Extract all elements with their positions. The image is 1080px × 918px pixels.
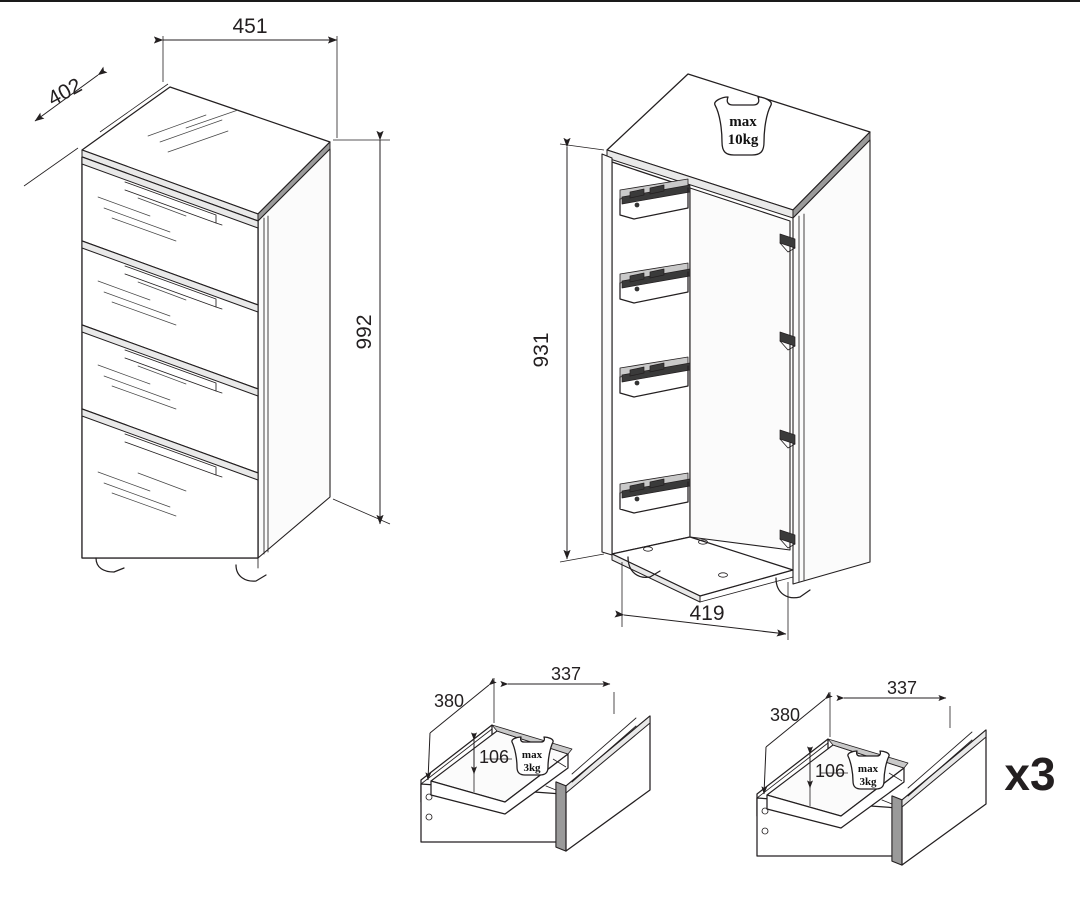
carcass-right-brackets: [779, 233, 796, 549]
chest-drawer-front-1[interactable]: [81, 156, 259, 306]
chest-foot-left: [95, 557, 125, 573]
chest-drawer-front-3[interactable]: [81, 324, 259, 474]
dim-label-992: 992: [353, 314, 376, 349]
dim-label-380: 380: [434, 691, 464, 711]
dim-chest-width: 451: [153, 15, 338, 138]
drawer-right-front-panel[interactable]: [881, 729, 987, 866]
dim-label-337: 337: [887, 678, 917, 698]
dim-drawer-left-depth: 380: [425, 677, 497, 781]
dim-label-106: 106: [815, 761, 845, 781]
chest-drawer-front-2[interactable]: [81, 240, 259, 390]
load-label-line2: 3kg: [859, 776, 877, 788]
view-drawer-box-left: max 3kg 337 380 106: [420, 664, 651, 852]
load-label-drawer-left: max 3kg: [484, 736, 567, 776]
view-carcass: max 10kg: [530, 73, 871, 640]
carcass-left-panel: [601, 153, 613, 556]
dim-drawer-right-width: 337: [829, 678, 951, 737]
dim-label-931: 931: [530, 332, 553, 367]
dim-label-106: 106: [479, 747, 509, 767]
drawer-dowel-hole: [425, 793, 433, 801]
chest-right-side-panel: [257, 148, 331, 559]
carcass-bottom-panel: [611, 536, 794, 603]
dim-drawer-right-height: 106: [807, 746, 845, 806]
chest-foot-right: [235, 564, 267, 582]
carcass-right-side-panel: [792, 139, 871, 585]
carcass-foot-left: [627, 556, 661, 578]
load-label-line1: max: [729, 114, 757, 130]
carcass-foot-right: [775, 577, 811, 599]
dim-drawer-left-height: 106: [471, 732, 509, 792]
carcass-runner-4: [619, 472, 691, 514]
dim-label-451: 451: [232, 15, 267, 38]
view-assembled-chest: 451 402 992: [23, 15, 391, 582]
load-label-line1: max: [522, 749, 543, 761]
load-label-line2: 10kg: [728, 132, 759, 148]
load-label-carcass: max 10kg: [714, 96, 772, 156]
view-drawer-box-right: max 3kg 337 380 106 x3: [756, 678, 1056, 866]
dim-label-380: 380: [770, 705, 800, 725]
drawer-left-front-panel[interactable]: [545, 715, 651, 852]
dim-label-337: 337: [551, 664, 581, 684]
dim-label-402: 402: [44, 74, 86, 111]
dim-drawer-right-depth: 380: [761, 691, 833, 795]
chest-drawer-front-4[interactable]: [81, 408, 259, 559]
chest-top-panel: [81, 86, 331, 222]
load-label-line1: max: [858, 763, 879, 775]
dim-drawer-left-width: 337: [493, 664, 615, 723]
dim-label-419: 419: [689, 602, 724, 625]
carcass-runner-2: [619, 262, 691, 304]
load-label-drawer-right: max 3kg: [820, 750, 903, 790]
carcass-runner-1: [619, 178, 691, 220]
quantity-label-x3: x3: [1004, 748, 1055, 800]
dim-carcass-inner-height: 931: [530, 137, 605, 563]
dim-carcass-inner-width: 419: [614, 562, 789, 640]
dim-chest-height: 992: [332, 130, 391, 525]
load-label-line2: 3kg: [523, 762, 541, 774]
carcass-runner-3: [619, 356, 691, 398]
